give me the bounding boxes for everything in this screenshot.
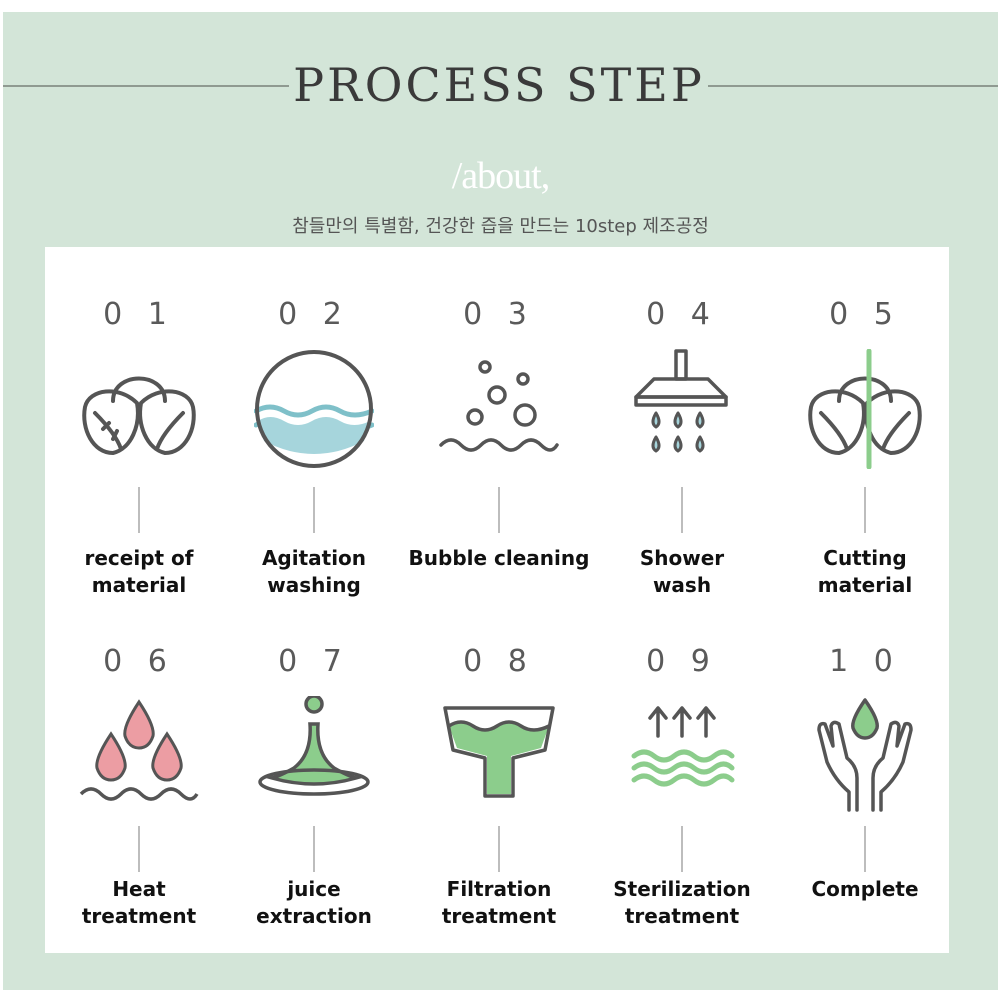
step-number: 0 4 <box>646 297 718 332</box>
step-number: 0 5 <box>829 297 901 332</box>
step-01: 0 1 receipt of material <box>47 297 231 597</box>
step-label: Heat treatment <box>81 877 197 928</box>
tagline: 참들만의 특별함, 건강한 즙을 만드는 10step 제조공정 <box>292 216 709 237</box>
step-connector <box>313 826 315 872</box>
subtitle: /about, <box>451 155 550 197</box>
step-connector <box>138 826 140 872</box>
step-number: 0 2 <box>278 297 350 332</box>
cabbage-icon <box>79 349 199 469</box>
title-divider-right <box>708 85 998 87</box>
steam-waves-icon <box>622 696 742 816</box>
title-row: PROCESS STEP <box>3 57 998 117</box>
step-connector <box>864 826 866 872</box>
funnel-icon <box>439 696 559 816</box>
step-connector <box>498 487 500 533</box>
step-label: receipt of material <box>84 546 194 597</box>
step-connector <box>864 487 866 533</box>
water-circle-icon <box>254 349 374 469</box>
step-label: Cutting material <box>817 546 913 597</box>
process-step-poster: PROCESS STEP /about, 참들만의 특별함, 건강한 즙을 만드… <box>3 12 998 990</box>
step-connector <box>681 487 683 533</box>
step-02: 0 2 Agitation washing <box>222 297 406 597</box>
bubbles-icon <box>439 349 559 469</box>
step-label: Filtration treatment <box>441 877 557 928</box>
step-connector <box>313 487 315 533</box>
step-label: Agitation washing <box>261 546 367 597</box>
title-divider-left <box>3 85 289 87</box>
step-number: 0 1 <box>103 297 175 332</box>
shower-icon <box>622 349 742 469</box>
step-number: 0 8 <box>463 644 535 679</box>
step-connector <box>681 826 683 872</box>
step-03: 0 3 Bubble cleaning <box>407 297 591 597</box>
step-05: 0 5 Cutting material <box>773 297 957 597</box>
step-number: 0 9 <box>646 644 718 679</box>
juice-splash-icon <box>254 696 374 816</box>
step-label: Shower wash <box>639 546 725 597</box>
step-number: 0 6 <box>103 644 175 679</box>
step-04: 0 4 Shower wash <box>590 297 774 597</box>
step-label: Complete <box>811 877 919 901</box>
step-number: 0 3 <box>463 297 535 332</box>
step-label: juice extraction <box>256 877 372 928</box>
hands-drop-icon <box>805 696 925 816</box>
heat-drops-icon <box>79 696 199 816</box>
step-connector <box>498 826 500 872</box>
step-connector <box>138 487 140 533</box>
step-10: 1 0 Complete <box>773 644 957 944</box>
steps-panel: 0 1 receipt of material 0 2 <box>45 247 949 953</box>
step-label: Sterilization treatment <box>613 877 751 928</box>
step-09: 0 9 Sterilization treatment <box>590 644 774 944</box>
step-number: 1 0 <box>829 644 901 679</box>
step-label: Bubble cleaning <box>408 546 590 570</box>
step-07: 0 7 juice extraction <box>222 644 406 944</box>
page-title: PROCESS STEP <box>293 58 705 112</box>
step-08: 0 8 Filtration treatment <box>407 644 591 944</box>
step-06: 0 6 Heat treatment <box>47 644 231 944</box>
step-number: 0 7 <box>278 644 350 679</box>
cut-cabbage-icon <box>805 349 925 469</box>
